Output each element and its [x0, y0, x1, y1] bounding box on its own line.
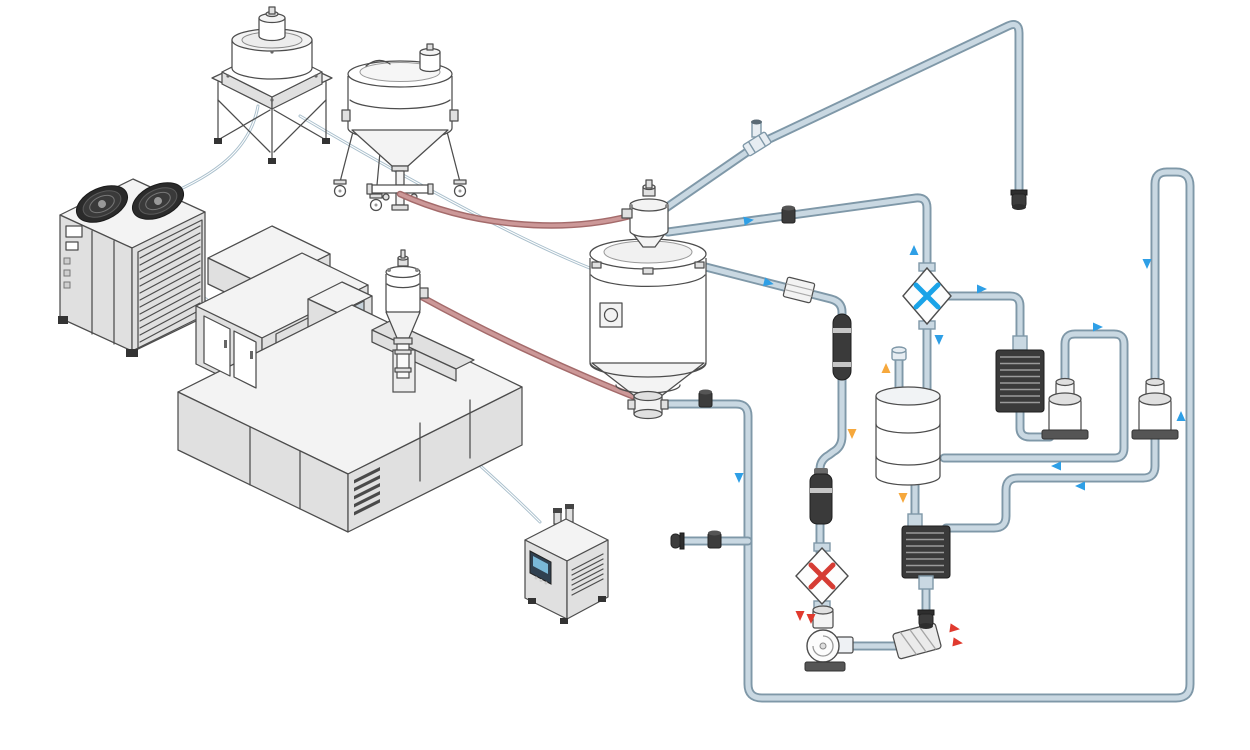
pipe-union	[698, 389, 713, 408]
aftercooler-upper	[995, 335, 1045, 413]
caster-wheel	[333, 179, 467, 212]
pipe-elbow-fitting	[742, 119, 772, 157]
red-x-icon	[808, 562, 836, 590]
flow-arrow-icon	[795, 611, 805, 621]
injection-molding-machine	[177, 225, 523, 533]
cooling-valve-blue-x	[902, 262, 952, 330]
pipe-end-cap	[1010, 189, 1028, 210]
blue-x-icon	[913, 282, 941, 310]
aftercooler-lower	[901, 513, 951, 590]
flow-arrow-icon	[952, 637, 963, 647]
machine-vent-grille	[354, 467, 380, 516]
flow-arrow-icon	[743, 216, 754, 226]
machine-door	[203, 315, 231, 377]
flow-arrow-icon	[898, 493, 908, 503]
storage-mixing-hopper	[333, 43, 467, 212]
flow-arrow-icon	[806, 614, 816, 624]
mold-temperature-controller	[524, 504, 609, 624]
flow-arrow-icon	[1176, 411, 1186, 421]
flow-arrow-icon	[1075, 481, 1085, 491]
hopper-receiver	[385, 249, 429, 379]
flow-arrow-icon	[1093, 322, 1103, 332]
hopper-dryer	[589, 238, 707, 420]
flow-arrows	[734, 216, 1186, 647]
chiller-foot	[58, 316, 68, 324]
hopper-loader	[621, 179, 669, 248]
flow-arrow-icon	[1142, 259, 1152, 269]
exhaust-outlet	[892, 622, 942, 660]
machine-door	[233, 330, 257, 389]
chiller-foot	[126, 349, 138, 357]
process-blower	[1041, 377, 1089, 440]
pipe-union	[707, 530, 722, 549]
flow-arrow-icon	[934, 335, 944, 345]
flow-arrow-icon	[847, 429, 857, 439]
pipe-end-cap	[670, 532, 685, 550]
regeneration-blower	[804, 605, 854, 672]
flow-arrow-icon	[909, 245, 919, 255]
air-cooled-chiller	[58, 178, 208, 357]
desiccant-tank	[875, 346, 941, 486]
flow-arrow-icon	[762, 277, 774, 287]
pipe-union	[781, 205, 796, 224]
hopper-outlet-assembly	[366, 165, 434, 211]
chiller-fan-icon	[131, 182, 185, 220]
cooling-tower	[211, 6, 333, 164]
inline-filter	[782, 276, 816, 304]
controller-screen	[533, 556, 548, 574]
regeneration-valve-red-x	[795, 542, 849, 610]
pipe-end-cap	[917, 609, 935, 629]
flow-arrow-icon	[734, 473, 744, 483]
return-blower	[1131, 377, 1179, 440]
flow-arrow-icon	[881, 363, 891, 373]
dryer-viewport	[599, 302, 623, 328]
chiller-fan-icon	[75, 185, 129, 223]
flow-arrow-icon	[1051, 461, 1061, 471]
process-heater	[809, 468, 833, 525]
muffler	[832, 313, 852, 381]
flow-arrow-icon	[949, 623, 960, 633]
flow-arrow-icon	[977, 284, 987, 294]
